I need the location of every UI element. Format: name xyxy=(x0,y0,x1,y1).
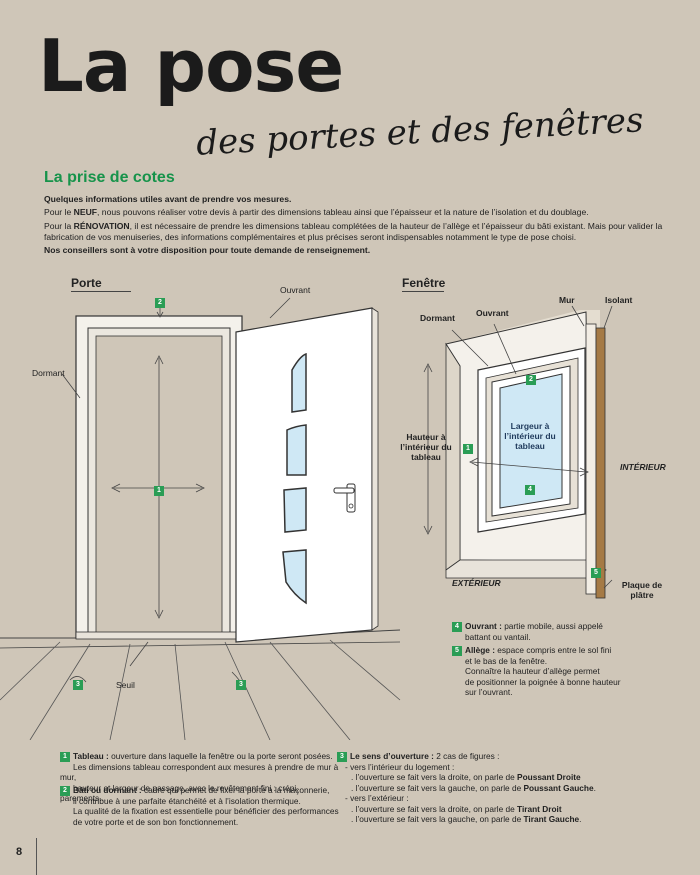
page-rule xyxy=(36,838,37,875)
door-badge-3-right: 3 xyxy=(236,676,249,694)
window-diagram xyxy=(423,305,613,599)
window-label-mur: Mur xyxy=(559,295,575,305)
window-label-exterieur: EXTÉRIEUR xyxy=(452,578,501,588)
door-label-ouvrant: Ouvrant xyxy=(280,285,311,295)
window-badge-5: 5 xyxy=(591,564,604,582)
window-title-underline xyxy=(402,291,444,292)
page-title: La pose xyxy=(38,24,344,108)
floor-lines xyxy=(0,639,401,740)
window-label-ouvrant: Ouvrant xyxy=(476,308,509,318)
window-diagram-title: Fenêtre xyxy=(402,276,446,290)
door-label-dormant: Dormant xyxy=(32,368,65,378)
window-label-plaque: Plaque de plâtre xyxy=(621,580,663,600)
window-dimension-arrows xyxy=(423,305,613,589)
door-label-seuil: Seuil xyxy=(116,680,135,690)
door-title-underline xyxy=(71,291,131,292)
door-diagram-title: Porte xyxy=(71,276,102,290)
door-diagram xyxy=(0,297,401,740)
intro-heading: Quelques informations utiles avant de pr… xyxy=(44,194,292,204)
window-badge-2: 2 xyxy=(526,371,539,389)
window-label-hauteur: Hauteur à l’intérieur du tableau xyxy=(400,432,452,462)
door-badge-2: 2 xyxy=(155,294,168,312)
intro-paragraph-renovation: Pour la RÉNOVATION, il est nécessaire de… xyxy=(44,221,663,242)
section-title: La prise de cotes xyxy=(44,169,175,186)
window-badge-4: 4 xyxy=(525,481,538,499)
page-number: 8 xyxy=(16,846,23,858)
door-badge-1: 1 xyxy=(154,482,167,500)
window-label-dormant: Dormant xyxy=(420,313,455,323)
window-badge-1: 1 xyxy=(463,440,476,458)
diagrams-illustration xyxy=(0,297,613,740)
door-glass-panes xyxy=(282,352,307,605)
window-label-largeur: Largeur à l’intérieur du tableau xyxy=(504,421,556,451)
intro-contact: Nos conseillers sont à votre disposition… xyxy=(44,245,371,255)
door-handle xyxy=(333,483,356,513)
window-label-interieur: INTÉRIEUR xyxy=(620,462,666,472)
page-subtitle: des portes et des fenêtres xyxy=(195,100,645,164)
window-label-isolant: Isolant xyxy=(605,295,633,305)
intro-paragraph-neuf: Pour le NEUF, nous pouvons réaliser votr… xyxy=(44,207,589,217)
door-badge-3-left: 3 xyxy=(73,676,86,694)
